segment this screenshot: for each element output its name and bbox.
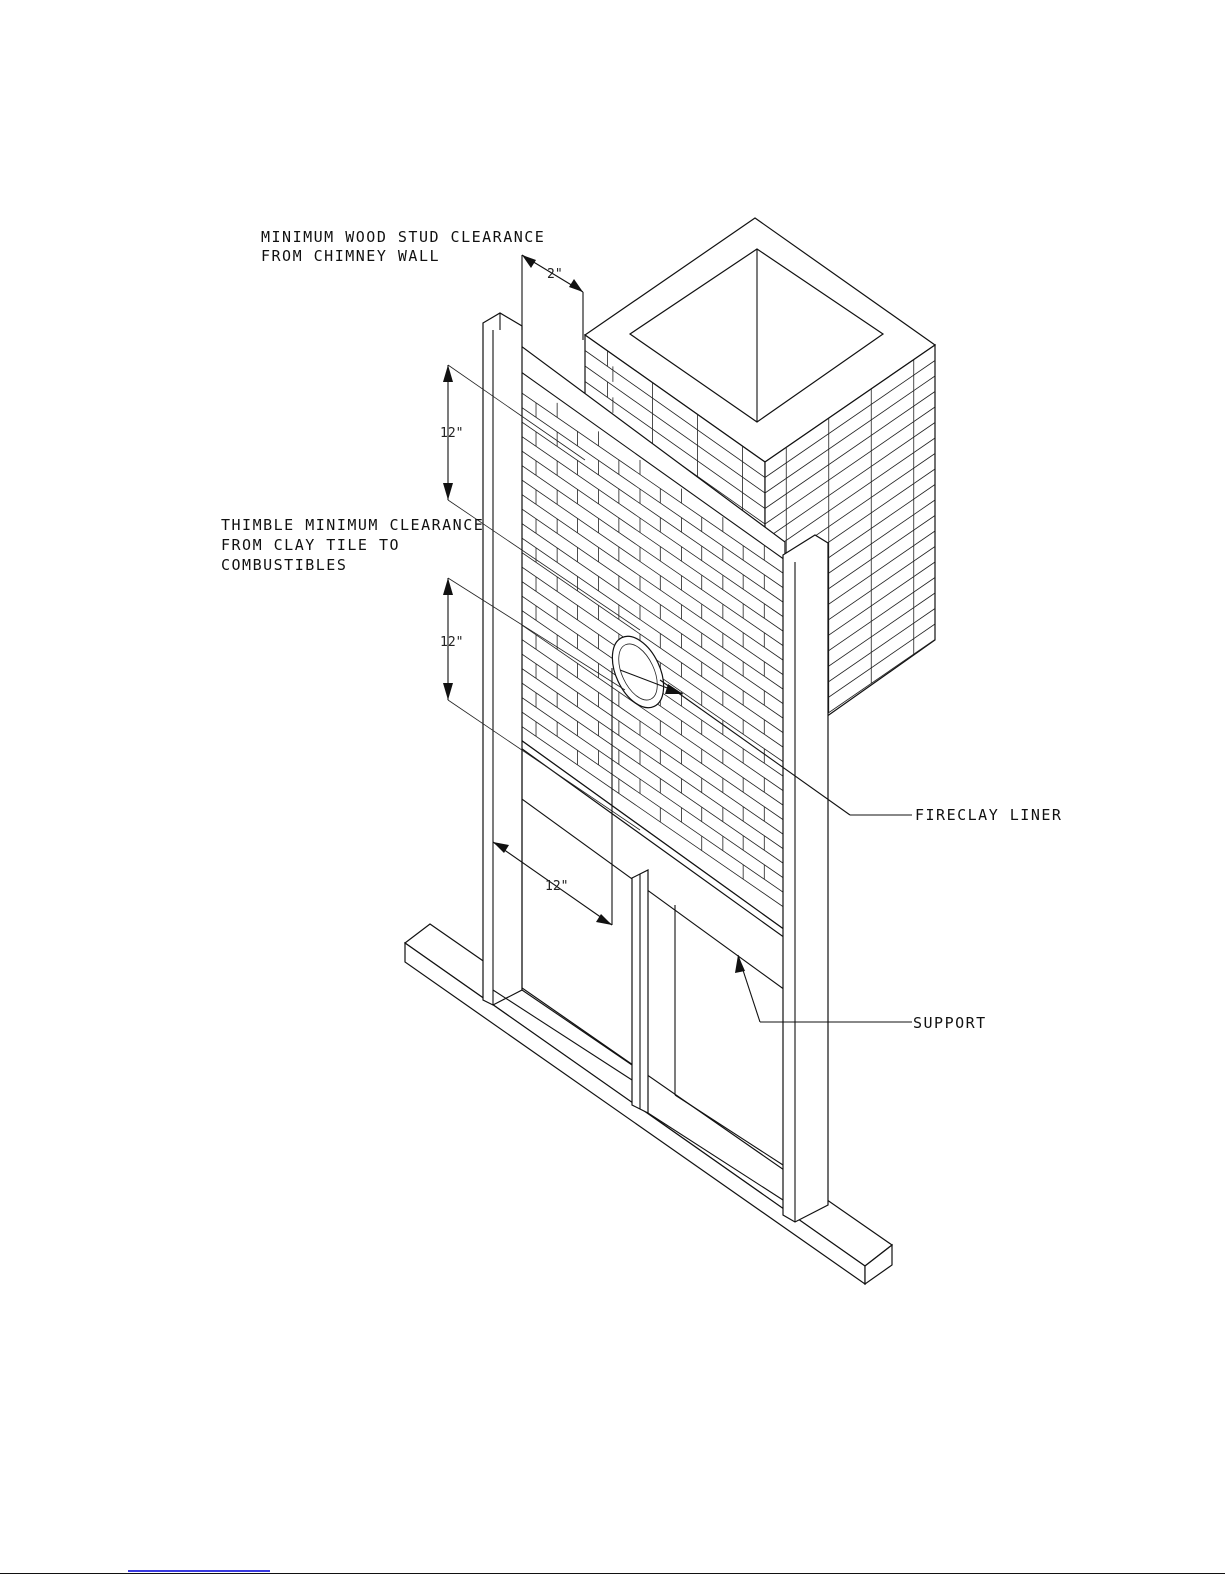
right-stud xyxy=(783,535,828,1222)
left-stud xyxy=(483,313,522,1005)
support-label: SUPPORT xyxy=(913,1014,987,1032)
dim-stud-gap-label: 2" xyxy=(547,267,563,282)
fireclay-liner-label: FIRECLAY LINER xyxy=(915,806,1062,824)
dim-horizontal-label: 12" xyxy=(545,879,568,894)
thimble-clearance-label-line1: THIMBLE MINIMUM CLEARANCE xyxy=(221,516,484,534)
thimble-clearance-label-line3: COMBUSTIBLES xyxy=(221,556,347,574)
dim-lower-vertical-label: 12" xyxy=(440,635,463,650)
dim-upper-vertical-label: 12" xyxy=(440,426,463,441)
footer-link-underline[interactable] xyxy=(128,1570,270,1572)
stud-clearance-label-line2: FROM CHIMNEY WALL xyxy=(261,247,440,265)
page-bottom-rule xyxy=(0,1573,1225,1574)
stud-clearance-label-line1: MINIMUM WOOD STUD CLEARANCE xyxy=(261,228,545,246)
middle-stud xyxy=(632,870,675,1113)
thimble-clearance-label-line2: FROM CLAY TILE TO xyxy=(221,536,400,554)
